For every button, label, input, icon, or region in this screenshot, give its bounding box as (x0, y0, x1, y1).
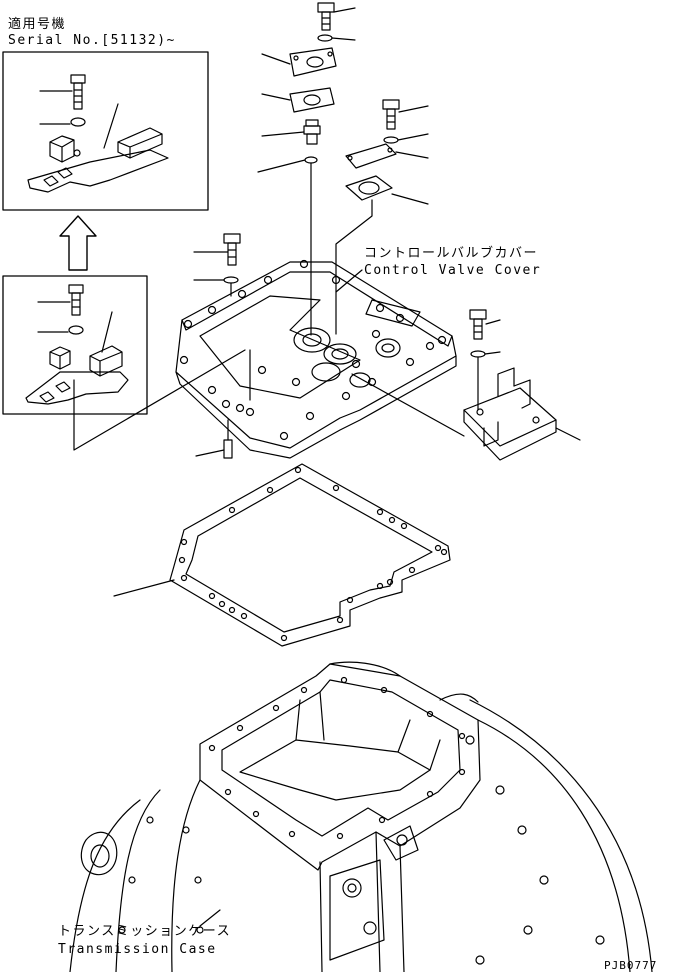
dowel-pin (223, 439, 233, 459)
cover-gasket (169, 463, 451, 647)
inset-bracket-block (117, 127, 163, 159)
inset-before-serial (2, 275, 148, 415)
cover-bolt-left (223, 233, 241, 266)
figure-code: PJB0777 (604, 959, 658, 972)
inset-plate (27, 149, 169, 193)
inset-washer (70, 117, 86, 127)
small-gasket (345, 175, 393, 201)
serial-label-en: Serial No.[51132)~ (8, 33, 176, 48)
transmission-case (69, 661, 653, 972)
control-valve-cover-label-jp: コントロールバルブカバー (364, 246, 539, 261)
valve-cover-gasket (289, 87, 335, 113)
bracket-washer (470, 350, 486, 358)
control-valve-cover-label-en: Control Valve Cover (364, 263, 542, 278)
inset2-plate (25, 371, 129, 405)
valve-cover-plate (289, 47, 337, 77)
inset-after-serial (2, 51, 209, 211)
cover-strip (365, 299, 421, 327)
control-valve-cover (175, 259, 457, 459)
bolt-right-top (382, 99, 400, 130)
inset2-washer (68, 325, 84, 335)
arrow-up-icon (59, 215, 97, 271)
inset2-block (49, 346, 71, 370)
o-ring (304, 156, 318, 164)
inset-bolt (70, 74, 86, 110)
washer-right-top (383, 136, 399, 144)
small-cover (345, 143, 397, 169)
inset2-bracket-block (89, 345, 123, 377)
inset2-bolt (68, 284, 84, 316)
top-washer (317, 34, 333, 42)
cover-washer-left (223, 276, 239, 284)
plug-fitting (303, 119, 321, 145)
top-bolt (317, 2, 335, 31)
transmission-case-label-en: Transmission Case (58, 942, 217, 957)
bracket-bolt-right (469, 309, 487, 340)
serial-label-jp: 適用号機 (8, 17, 67, 32)
inset-block (49, 135, 75, 163)
transmission-case-label-jp: トランスミッションケース (58, 924, 232, 939)
